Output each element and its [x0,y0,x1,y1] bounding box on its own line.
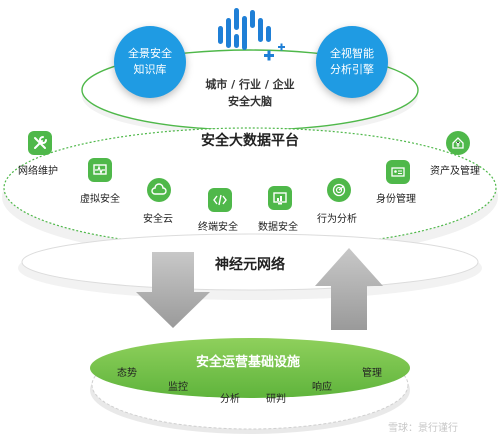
infra-disc [90,338,410,398]
wrench-icon [28,131,52,155]
watermark: 雪球：景行谨行 [388,423,458,434]
analysis-engine-bubble: 全视智能 分析引擎 [316,26,388,98]
infra-title: 安全运营基础设施 [196,355,301,370]
network-title: 神经元网络 [215,257,285,273]
infra-item-management: 管理 [362,368,382,379]
radar-icon [327,178,351,202]
logo-icon [218,8,285,61]
yen-house-icon [446,131,470,155]
brain-title-text: 安全大脑 [228,95,272,108]
chart-monitor-icon [268,186,292,210]
infra-item-analysis: 分析 [220,394,240,405]
down-arrow [136,252,210,328]
knowledge-base-label: 全景安全 知识库 [128,47,172,76]
platform-title: 安全大数据平台 [201,133,299,149]
platform-ring [3,127,497,249]
infra-item-response: 响应 [312,382,332,393]
analysis-engine-label: 全视智能 分析引擎 [330,47,374,76]
module-label-identity-management: 身份管理 [376,194,416,205]
up-arrow [315,248,383,330]
code-icon [208,188,232,212]
infra-item-monitoring: 监控 [168,382,188,393]
module-label-security-cloud: 安全云 [143,214,173,225]
brain-scope-text: 城市 / 行业 / 企业 [205,78,295,91]
module-label-data-security: 数据安全 [258,222,298,233]
module-label-asset-management: 资产及管理 [430,166,480,177]
infra-item-judgement: 研判 [266,394,286,405]
module-label-endpoint-security: 终端安全 [198,222,238,233]
infra-item-situation: 态势 [117,368,137,379]
id-card-icon [386,160,410,184]
module-label-behavior-analysis: 行为分析 [317,214,357,225]
module-label-network-maintenance: 网络维护 [18,166,58,177]
pulse-monitor-icon [88,158,112,182]
knowledge-base-bubble: 全景安全 知识库 [114,26,186,98]
cloud-icon [147,178,171,202]
module-label-virtual-security: 虚拟安全 [80,194,120,205]
